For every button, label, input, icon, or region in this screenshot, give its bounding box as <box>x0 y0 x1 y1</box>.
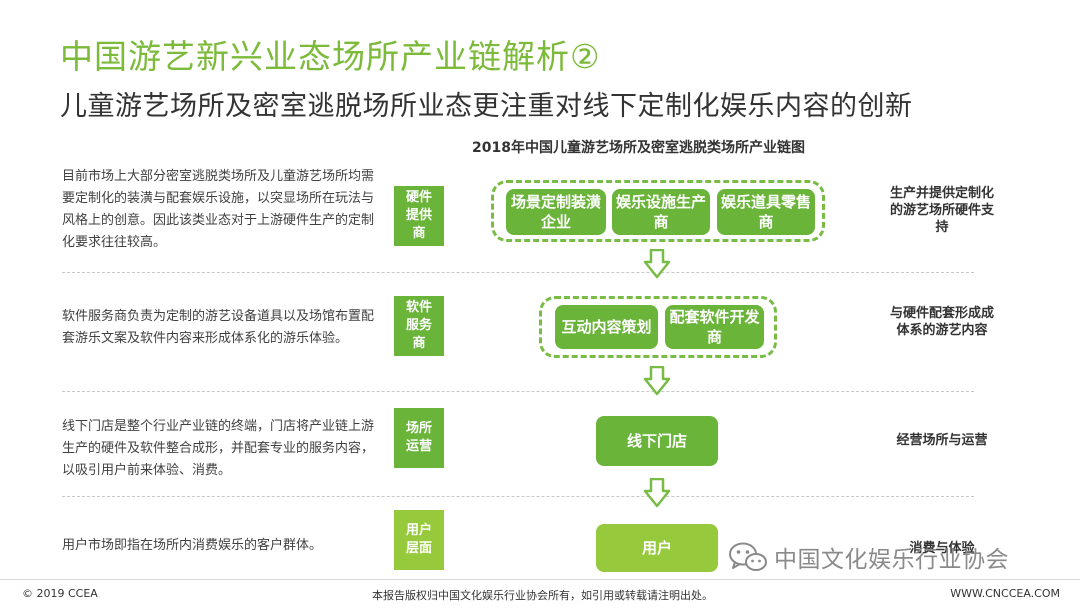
row-note-software: 与硬件配套形成成体系的游艺内容 <box>889 306 994 338</box>
category-users: 用户层面 <box>394 510 444 570</box>
row-divider <box>62 496 974 497</box>
node-prop-retailer: 娱乐道具零售商 <box>717 189 815 235</box>
down-arrow-icon <box>643 249 671 279</box>
page-subtitle: 儿童游艺场所及密室逃脱场所业态更注重对线下定制化娱乐内容的创新 <box>60 91 913 122</box>
row-divider <box>62 391 974 392</box>
hardware-group <box>491 180 825 242</box>
page-title: 中国游艺新兴业态场所产业链解析② <box>60 37 601 76</box>
footer-copyright: © 2019 CCEA <box>22 587 98 600</box>
diagram-title: 2018年中国儿童游艺场所及密室逃脱类场所产业链图 <box>472 140 805 156</box>
node-interactive-content: 互动内容策划 <box>555 305 658 349</box>
category-software: 软件服务商 <box>394 296 444 356</box>
row-note-venue: 经营场所与运营 <box>896 433 988 448</box>
wechat-icon <box>729 542 767 571</box>
category-hardware: 硬件提供商 <box>394 186 444 246</box>
software-group <box>539 296 777 358</box>
footer-website[interactable]: WWW.CNCCEA.COM <box>950 587 1060 600</box>
row-description-users: 用户市场即指在场所内消费娱乐的客户群体。 <box>62 538 323 553</box>
down-arrow-icon <box>643 366 671 396</box>
watermark: 中国文化娱乐行业协会 <box>728 540 1009 574</box>
node-software-developer: 配套软件开发商 <box>665 305 764 349</box>
node-user: 用户 <box>596 524 718 572</box>
node-facility-maker: 娱乐设施生产商 <box>612 189 710 235</box>
watermark-text: 中国文化娱乐行业协会 <box>774 547 1009 573</box>
down-arrow-icon <box>643 478 671 508</box>
node-scene-decoration: 场景定制装潢企业 <box>506 189 606 235</box>
footer-notice: 本报告版权归中国文化娱乐行业协会所有，如引用或转载请注明出处。 <box>372 589 713 602</box>
row-description-software: 软件服务商负责为定制的游艺设备道具以及场馆布置配套游乐文案及软件内容来形成体系化… <box>62 309 375 346</box>
footer-divider <box>0 579 1080 580</box>
row-divider <box>62 272 974 273</box>
row-description-hardware: 目前市场上大部分密室逃脱类场所及儿童游艺场所均需要定制化的装潢与配套娱乐设施，以… <box>62 169 375 250</box>
row-description-venue: 线下门店是整个行业产业链的终端，门店将产业链上游生产的硬件及软件整合成形，并配套… <box>62 419 375 478</box>
node-offline-store: 线下门店 <box>596 416 718 466</box>
row-note-hardware: 生产并提供定制化的游艺场所硬件支持 <box>889 186 994 235</box>
row-note-users: 消费与体验 <box>909 541 975 556</box>
category-venue: 场所运营 <box>394 408 444 468</box>
